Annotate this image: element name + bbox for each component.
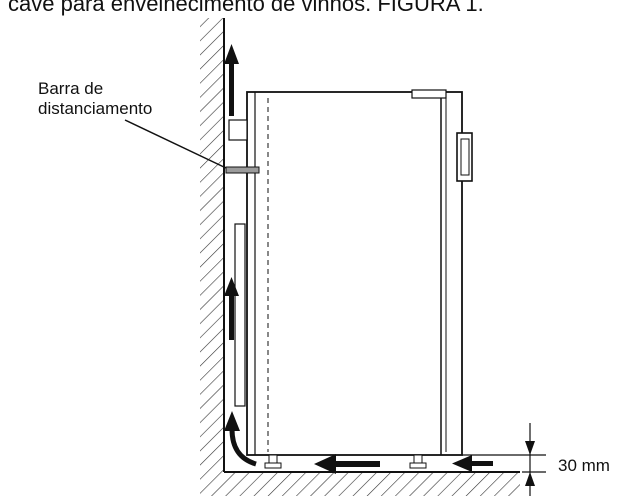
door-handle-inner: [460, 138, 470, 176]
middle-airflow-arrow-icon: [224, 277, 239, 340]
page-caption-cut: cave para envelhecimento de vinhos. FIGU…: [8, 0, 484, 16]
spacer-bar-leader-line: [124, 119, 227, 169]
dimension-arrow-up-icon: [525, 472, 535, 486]
upper-air-outlet-arrow-icon: [224, 44, 239, 116]
bottom-airflow-curve-arrow-icon: [224, 411, 257, 467]
front-foot: [409, 454, 427, 469]
top-hinge: [411, 89, 447, 99]
wall-hatch-region: [200, 18, 224, 472]
floor-airflow-right-arrow-icon: [452, 455, 493, 472]
rear-condenser-plate: [234, 223, 246, 407]
floor-gap-label: 30 mm: [558, 456, 610, 475]
floor-airflow-left-arrow-icon: [314, 454, 380, 474]
spacer-bar-label-line-2: distanciamento: [38, 99, 153, 118]
spacer-bar-label-line-1: Barra de: [38, 79, 104, 98]
spacer-bar: [225, 166, 260, 174]
rear-foot: [264, 454, 282, 469]
floor-hatch-region: [200, 472, 520, 496]
rear-compressor-block: [228, 119, 248, 141]
wine-cooler-body: [246, 91, 463, 456]
dimension-arrow-down-icon: [525, 441, 535, 455]
